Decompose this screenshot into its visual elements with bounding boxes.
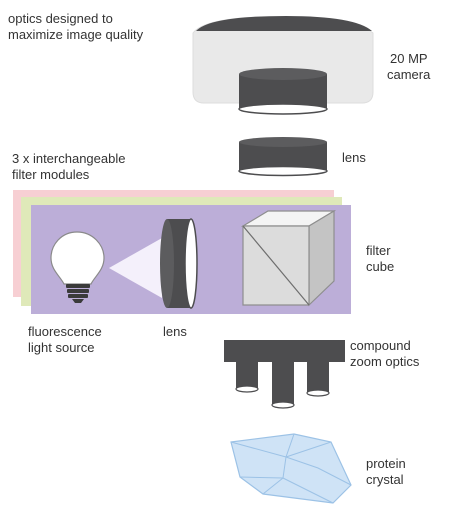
lens-top [238, 137, 328, 177]
camera [192, 16, 374, 115]
lens-side [160, 218, 198, 309]
light-bulb-icon [50, 231, 105, 303]
camera-top-band [196, 16, 372, 31]
light-beam [109, 238, 162, 298]
camera-lens [238, 68, 328, 115]
lens-top-label: lens [342, 150, 366, 165]
protein-crystal [230, 433, 352, 504]
filter-cube [240, 209, 337, 307]
zoom-optics [224, 340, 345, 409]
lens-side-label: lens [163, 324, 187, 339]
